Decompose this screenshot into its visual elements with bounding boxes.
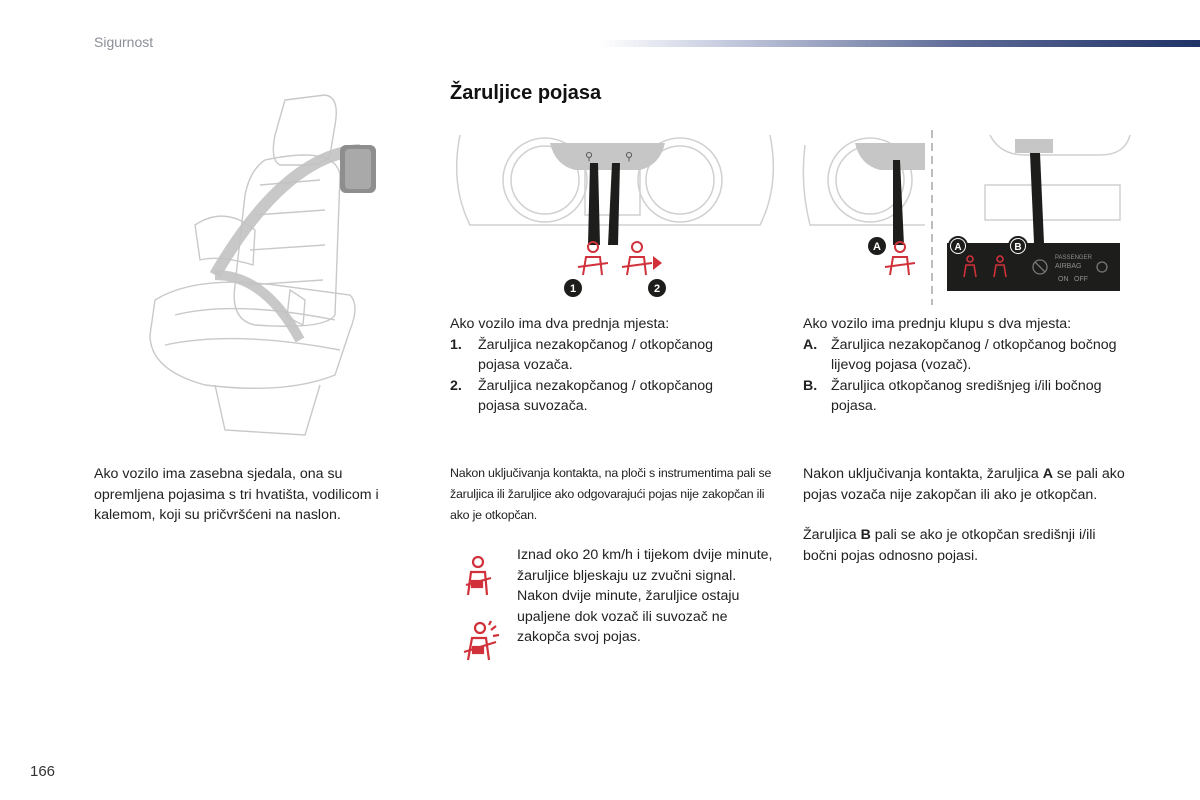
panel-airbag: AIRBAG — [1055, 263, 1081, 270]
right-paragraph-1: Nakon uključivanja kontakta, žaruljica A… — [803, 464, 1133, 505]
section-title: Sigurnost — [94, 34, 154, 50]
label-a-ref: A — [1042, 466, 1053, 482]
middle-intro: Ako vozilo ima dva prednja mjesta: — [450, 316, 670, 332]
dashboard-diagram-two-seats: ⚲ ⚲ 1 2 — [455, 134, 775, 297]
middle-block: Ako vozilo ima dva prednja mjesta: 1. Žar… — [450, 314, 750, 417]
panel-passenger: PASSENGER — [1055, 255, 1093, 261]
item-number: 2. — [450, 377, 462, 394]
label-a-left: A — [873, 241, 881, 253]
item-text: Žaruljica nezakopčanog / otkopčanog poja… — [478, 336, 714, 374]
item-text: Žaruljica otkopčanog središnjeg i/ili bo… — [831, 377, 1102, 415]
label-a-panel: A — [954, 242, 961, 253]
svg-text:⚲: ⚲ — [625, 151, 633, 163]
label-1: 1 — [570, 283, 576, 295]
warning-text: Iznad oko 20 km/h i tijekom dvije minute… — [517, 547, 773, 645]
right-paragraph-2: Žaruljica B pali se ako je otkopčan sred… — [803, 525, 1133, 566]
seat-illustration — [149, 94, 376, 436]
seatbelt-warning-icon — [465, 555, 492, 596]
item-number: A. — [803, 336, 818, 353]
middle-list: 1. Žaruljica nezakopčanog / otkopčanog po… — [450, 335, 750, 417]
label-b-ref: B — [860, 527, 871, 543]
label-b-panel: B — [1014, 242, 1021, 253]
header-bar — [600, 40, 1200, 47]
panel-off: OFF — [1074, 276, 1088, 283]
list-item: 2. Žaruljica nezakopčanog / otkopčanog po… — [450, 376, 750, 417]
panel-on: ON — [1058, 276, 1069, 283]
item-number: B. — [803, 377, 818, 394]
item-text: Žaruljica nezakopčanog / otkopčanog bočn… — [831, 336, 1117, 374]
list-item: 1. Žaruljica nezakopčanog / otkopčanog po… — [450, 335, 750, 376]
text-run: se pali ako pojas vozača nije zakopčan i… — [803, 466, 1125, 503]
dashboard-diagram-bench: A A B PASSENGER AIRBAG ON OFF — [802, 130, 1131, 305]
page-title: Žaruljice pojasa — [450, 82, 602, 104]
page-number: 166 — [30, 763, 56, 780]
left-paragraph: Ako vozilo ima zasebna sjedala, ona su o… — [94, 466, 379, 523]
right-intro: Ako vozilo ima prednju klupu s dva mjest… — [803, 316, 1072, 332]
svg-text:⚲: ⚲ — [585, 151, 593, 163]
list-item: A. Žaruljica nezakopčanog / otkopčanog bo… — [803, 335, 1143, 376]
item-text: Žaruljica nezakopčanog / otkopčanog poja… — [478, 377, 714, 415]
text-run: Nakon uključivanja kontakta, žaruljica — [803, 466, 1043, 482]
item-number: 1. — [450, 336, 462, 353]
text-run: Žaruljica — [803, 527, 861, 543]
text-run: pali se ako je otkopčan središnji i/ili … — [803, 527, 1096, 564]
right-list: A. Žaruljica nezakopčanog / otkopčanog bo… — [803, 335, 1143, 417]
right-block: Ako vozilo ima prednju klupu s dva mjest… — [803, 314, 1143, 417]
middle-note: Nakon uključivanja kontakta, na ploči s … — [450, 466, 772, 522]
seatbelt-blinking-icon — [463, 620, 500, 661]
list-item: B. Žaruljica otkopčanog središnjeg i/ili … — [803, 376, 1143, 417]
label-2: 2 — [654, 283, 660, 295]
